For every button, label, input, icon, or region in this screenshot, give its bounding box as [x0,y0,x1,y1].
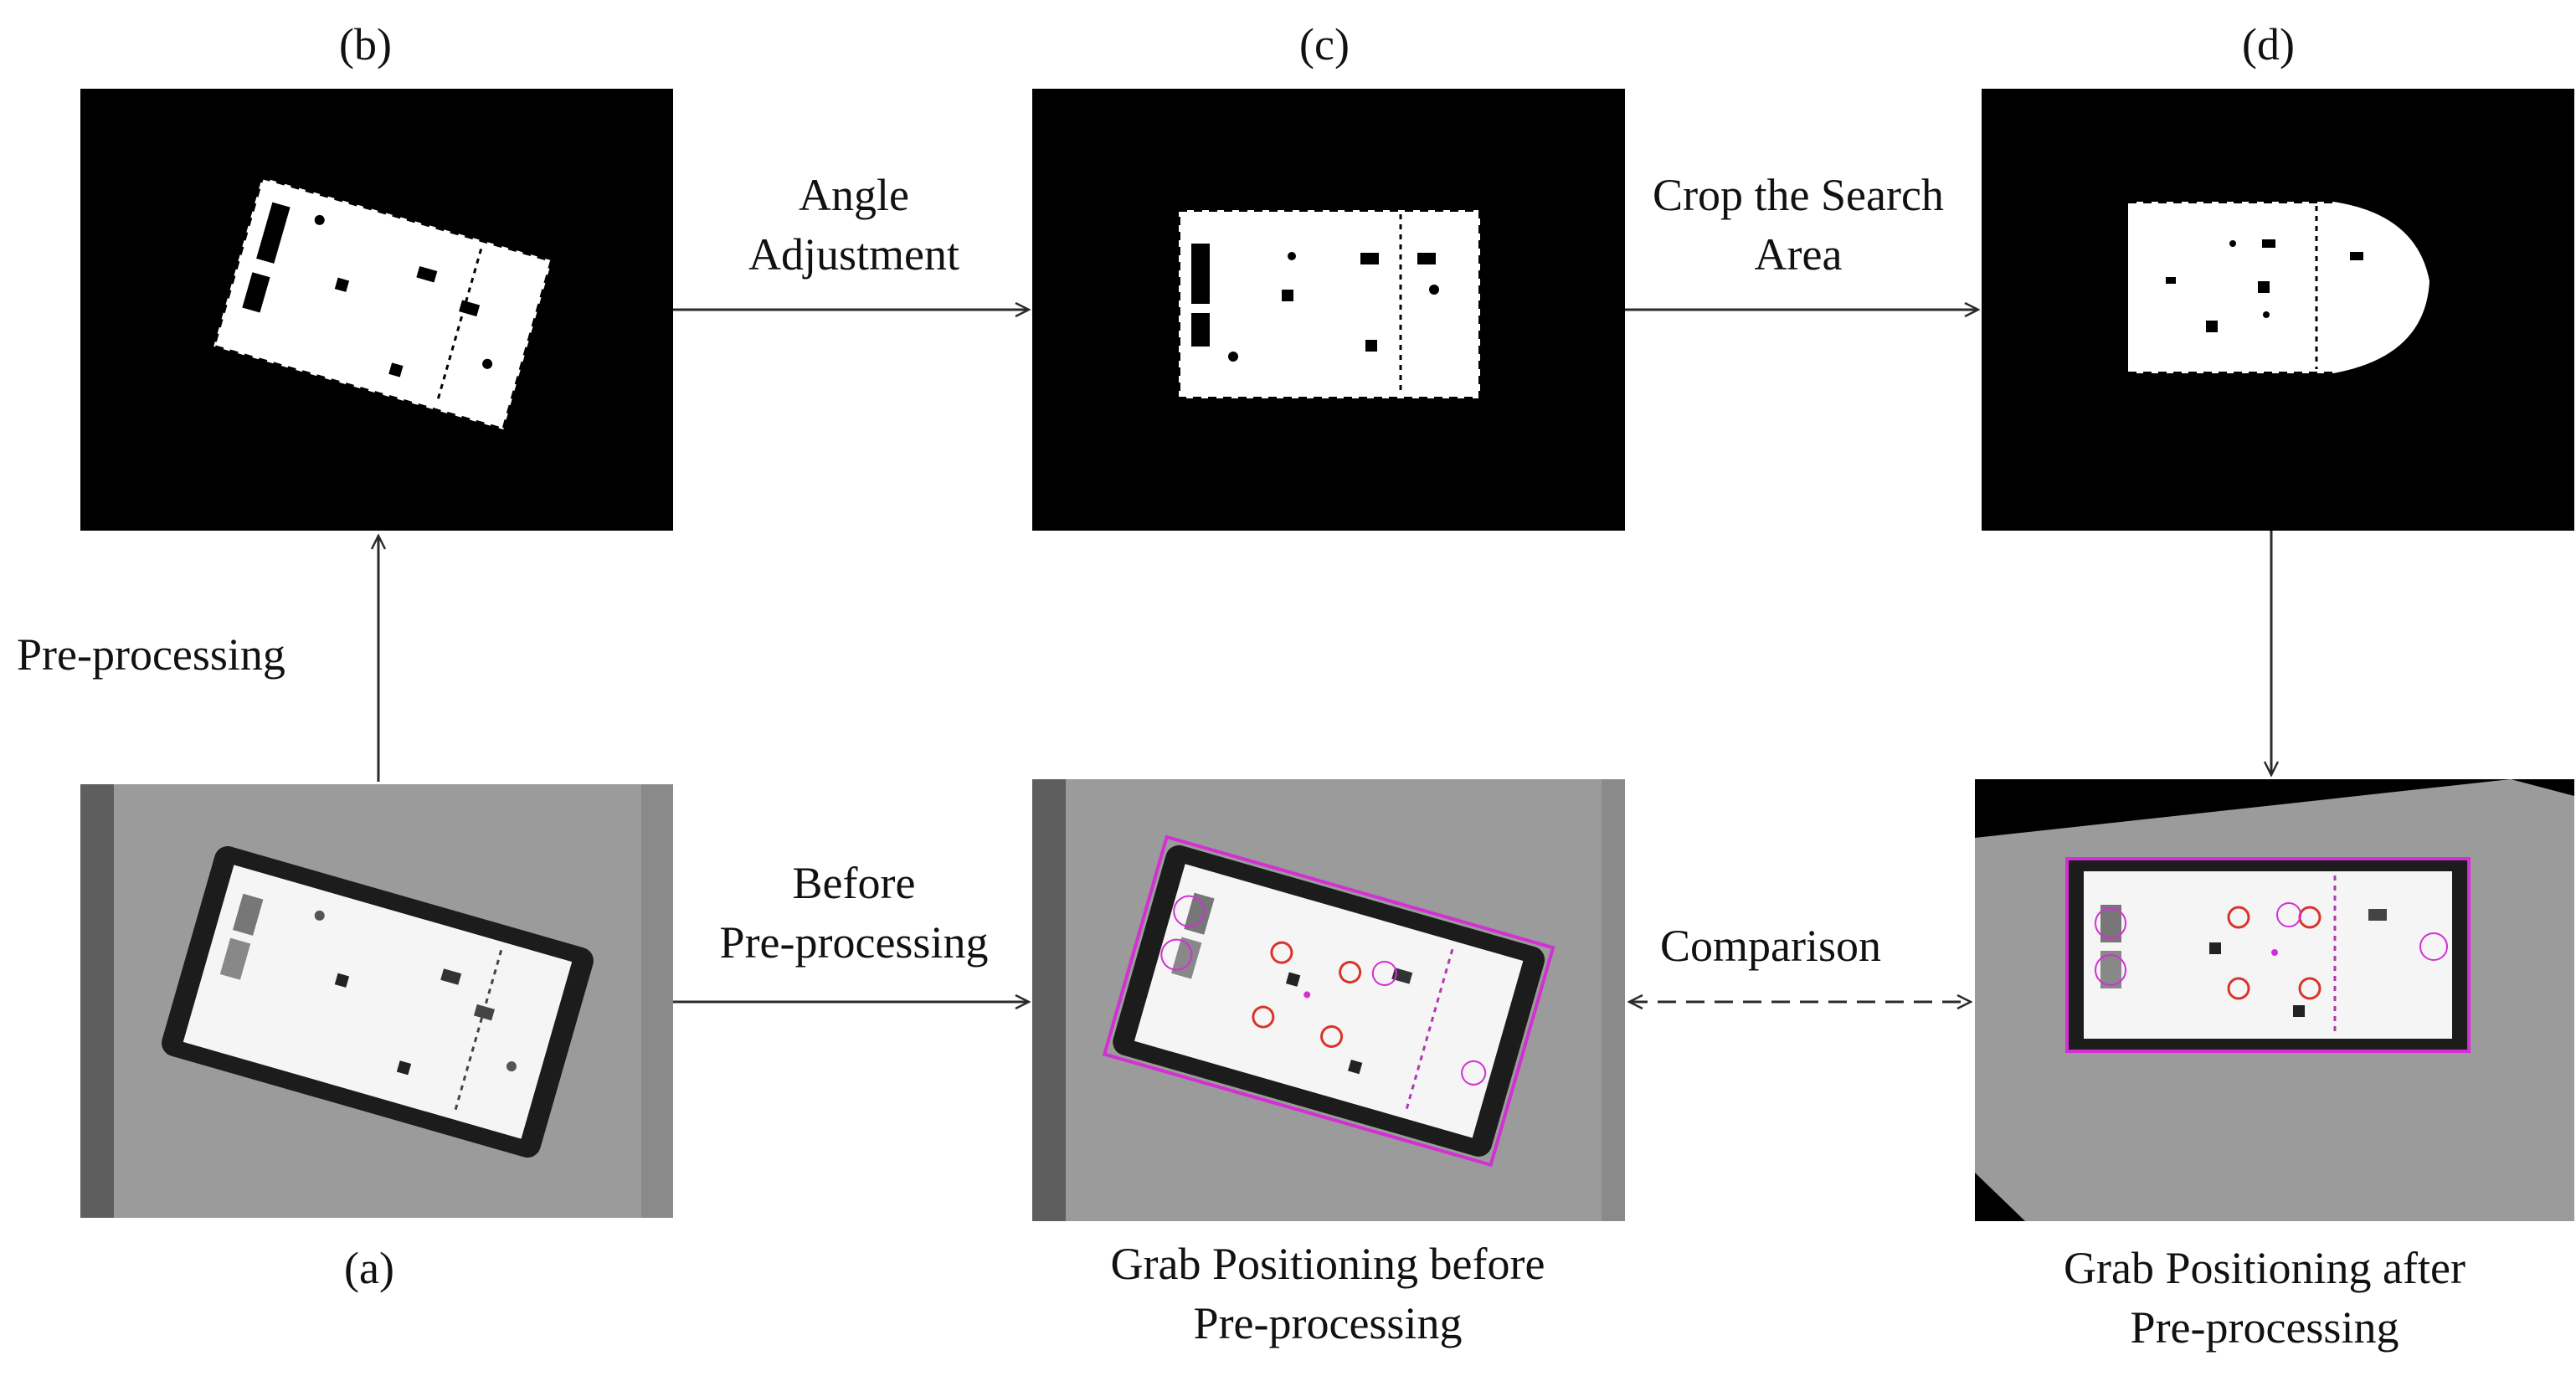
step-label-crop-search-area: Crop the Search Area [1614,166,1982,285]
panel-label-b: (b) [339,19,392,69]
grab-before-line1: Grab Positioning before [1110,1239,1545,1289]
caption-grab-before: Grab Positioning before Pre-processing [1026,1235,1629,1354]
binary-board-cropped [2128,200,2429,375]
binary-board-tilted [211,175,554,432]
binary-board-straight [1177,208,1482,400]
grab-after-line1: Grab Positioning after [2064,1243,2465,1293]
panel-d-cropped-search-area [1982,89,2574,531]
step-label-angle-adjustment: Angle Adjustment [670,166,1038,285]
before-line2: Pre-processing [719,917,989,968]
panel-grab-before-pre-processing [1032,779,1625,1221]
phone-photo-with-detection-after [1975,779,2574,1221]
step-label-before-pre-processing: Before Pre-processing [670,854,1038,973]
panel-label-c: (c) [1299,19,1350,69]
angle-adjustment-line2: Adjustment [748,229,959,280]
panel-label-d: (d) [2242,19,2295,69]
crop-line2: Area [1754,229,1843,280]
phone-photo-tilted [80,784,641,1218]
panel-a-grayscale-photo [80,784,673,1218]
step-label-comparison: Comparison [1660,921,1881,971]
phone-photo-with-detection-before [1032,779,1602,1221]
grab-before-line2: Pre-processing [1193,1298,1463,1349]
angle-adjustment-line1: Angle [799,170,909,220]
crop-line1: Crop the Search [1653,170,1944,220]
before-line1: Before [792,858,916,908]
grab-after-line2: Pre-processing [2130,1302,2399,1353]
panel-label-a: (a) [344,1243,394,1293]
caption-grab-after: Grab Positioning after Pre-processing [1963,1239,2566,1358]
panel-c-binary-image-adjusted [1032,89,1625,531]
panel-b-binary-image [80,89,673,531]
panel-grab-after-pre-processing [1975,779,2574,1221]
step-label-pre-processing: Pre-processing [17,629,285,680]
